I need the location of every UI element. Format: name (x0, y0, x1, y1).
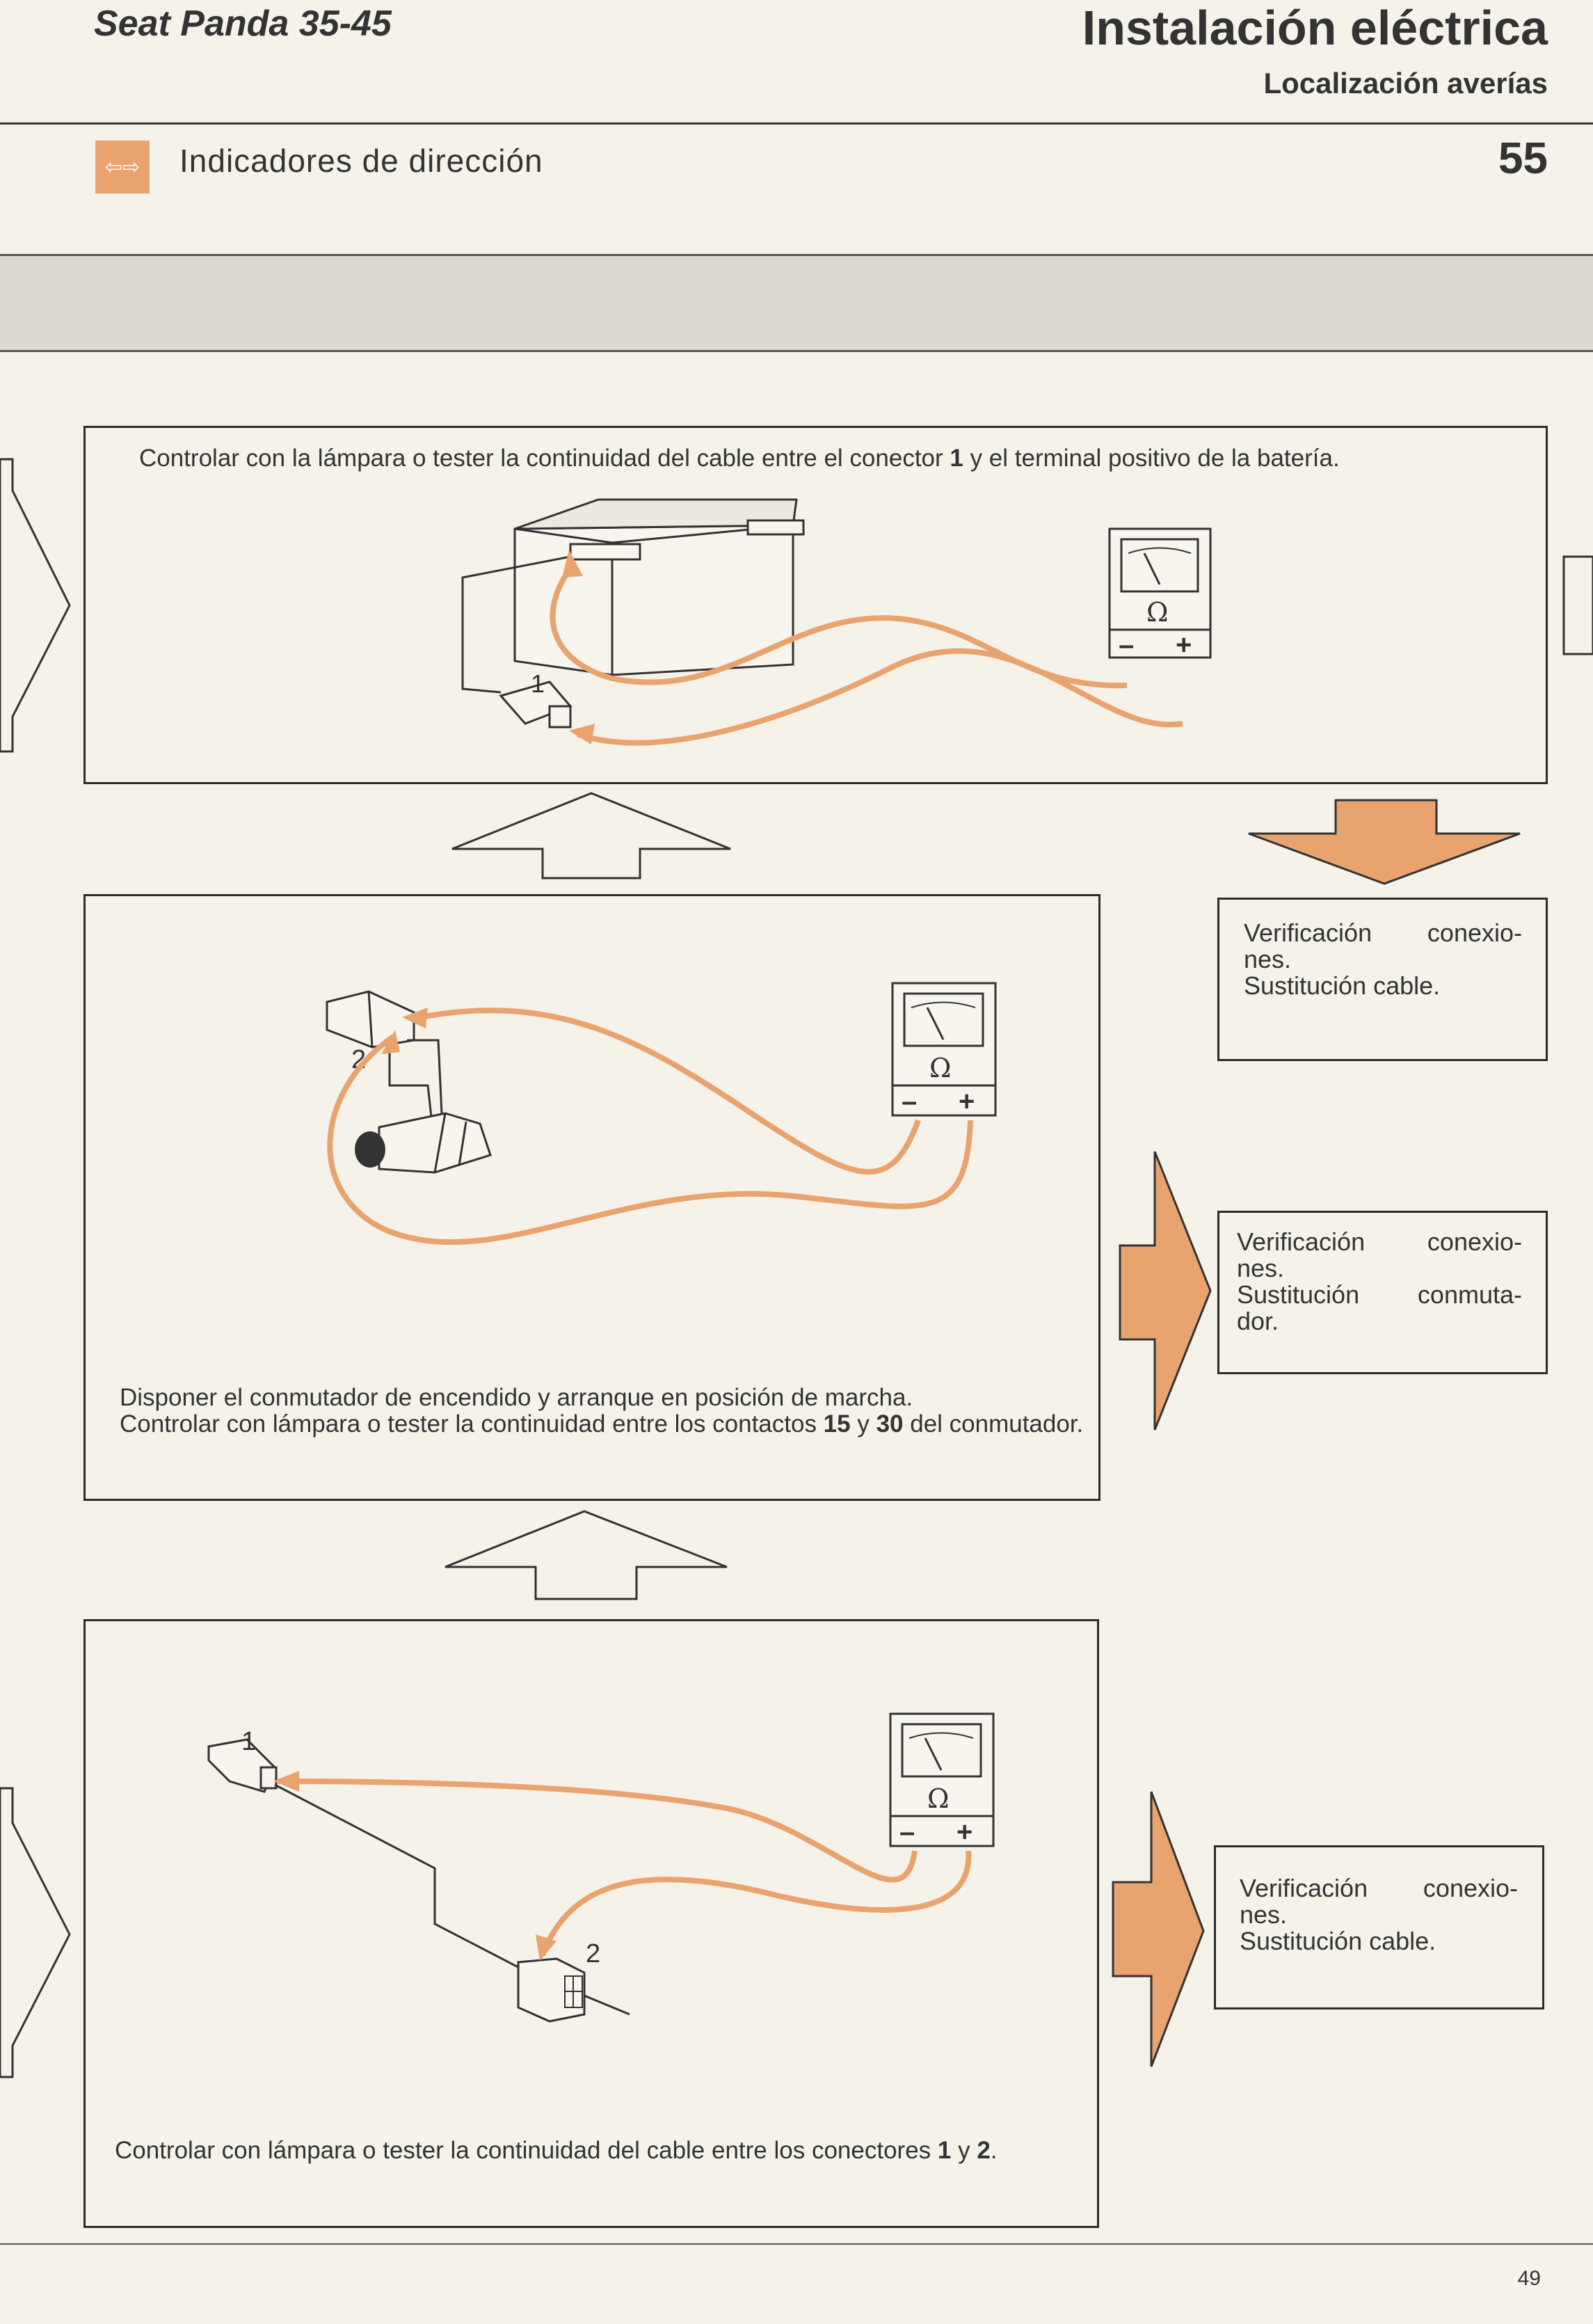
margin-arrow-bottom (0, 1787, 71, 2078)
right-arrow-outcome-3 (1112, 1791, 1205, 2067)
outcome-1-box (1217, 898, 1548, 1061)
outcome-2-box (1217, 1211, 1548, 1374)
shaded-band (0, 254, 1593, 352)
chapter-subtitle: Localización averías (1263, 67, 1548, 100)
meter-minus-3: – (899, 1817, 915, 1847)
right-arrow-outcome-2 (1119, 1151, 1212, 1431)
ohmmeter-3 (889, 1712, 995, 1847)
up-arrow-2 (445, 1510, 728, 1600)
down-arrow-outcome-1 (1248, 799, 1521, 885)
header-rule (0, 122, 1593, 125)
test-lead-red-2 (410, 1008, 921, 1175)
probe-tip-2b (381, 1030, 400, 1054)
margin-arrow-top (0, 458, 71, 753)
probe-tip-1b (569, 724, 595, 745)
step-2-box (83, 894, 1100, 1501)
probe-tip-1a (562, 550, 583, 578)
ohm-symbol-1: Ω (1146, 597, 1169, 628)
outcome-3-box (1214, 1845, 1544, 2009)
probe-tip-3a (273, 1771, 299, 1792)
connector-1-label: 1 (531, 669, 545, 698)
battery-illustration (461, 498, 805, 694)
manual-model-title: Seat Panda 35-45 (94, 3, 392, 44)
step-3-instruction: Controlar con lámpara o tester la contin… (115, 2137, 998, 2164)
test-lead-black-3 (540, 1850, 972, 1957)
probe-tip-2a (402, 1008, 428, 1028)
up-arrow-1 (451, 792, 731, 880)
step-2-instruction: Disponer el conmutador de encendido y ar… (120, 1384, 1084, 1438)
step-1-instruction: Controlar con la lámpara o tester la con… (139, 445, 1340, 472)
test-lead-red-3 (278, 1778, 918, 1883)
connector-2-step3 (517, 1957, 586, 2023)
step-3-box (83, 1619, 1099, 2228)
margin-tab-right (1562, 555, 1593, 655)
test-lead-black-2 (327, 1034, 973, 1245)
ohm-symbol-2: Ω (929, 1053, 952, 1083)
outcome-2-text: Verificación conexio- nes. Sustitución c… (1237, 1227, 1522, 1335)
connector-1-step3 (207, 1738, 278, 1793)
meter-plus-2: + (959, 1086, 975, 1117)
connector-1-label-step3: 1 (241, 1727, 256, 1756)
ohm-symbol-3: Ω (927, 1783, 950, 1814)
meter-minus-1: – (1119, 630, 1134, 660)
step-1-box (83, 426, 1548, 784)
turn-signal-arrows-icon: ⇦⇨ (95, 141, 150, 193)
probe-tip-3b (536, 1934, 557, 1961)
outcome-1-text: Verificación conexio- nes. Sustitución c… (1244, 918, 1522, 1000)
chapter-title: Instalación eléctrica (1082, 1, 1548, 55)
outcome-3-text: Verificación conexio- nes. Sustitución c… (1240, 1874, 1518, 1955)
connector-2-label-step3: 2 (586, 1939, 600, 1968)
ohmmeter-2 (891, 982, 997, 1117)
ohmmeter-1 (1108, 527, 1212, 659)
connector-1-plug (499, 681, 573, 729)
meter-minus-2: – (902, 1086, 917, 1117)
meter-plus-1: + (1176, 630, 1192, 660)
section-number: 55 (1498, 133, 1548, 183)
test-lead-black-1 (576, 648, 1183, 746)
page-footer-number: 49 (1517, 2267, 1541, 2290)
section-title: Indicadores de dirección (179, 143, 543, 179)
meter-plus-3: + (956, 1817, 972, 1847)
ignition-switch-illustration (326, 990, 492, 1174)
